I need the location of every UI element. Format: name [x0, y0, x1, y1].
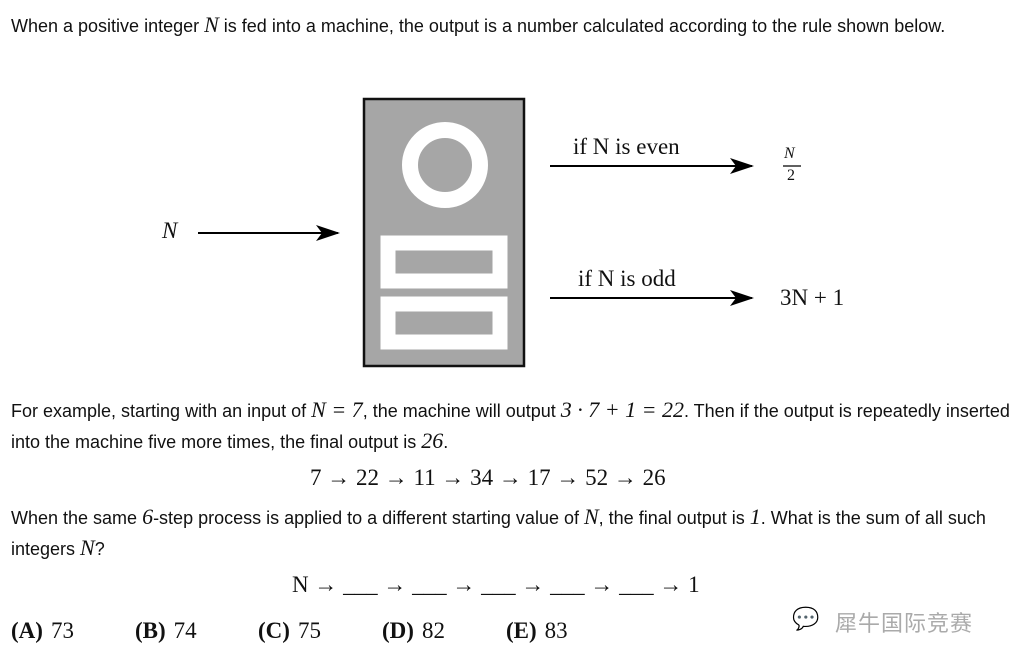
answer-c[interactable]: (C)75	[258, 618, 321, 643]
input-label: N	[162, 218, 178, 243]
answer-a[interactable]: (A)73	[11, 618, 74, 643]
even-output-den: 2	[787, 167, 795, 184]
example-text: For example, starting with an input of N…	[11, 397, 1010, 453]
answer-b[interactable]: (B)74	[135, 618, 197, 643]
machine-slot	[380, 235, 508, 289]
even-output-num: N	[784, 145, 795, 162]
odd-output: 3N + 1	[780, 285, 845, 310]
answer-d[interactable]: (D)82	[382, 618, 445, 643]
example-sequence: 7 → 22 → 11 → 34 → 17 → 52 → 26	[310, 465, 666, 490]
intro-text: When a positive integer N is fed into a …	[11, 12, 946, 37]
wechat-icon: 💬	[792, 606, 821, 631]
odd-label: if N is odd	[578, 266, 676, 291]
question-chain: N → ___ → ___ → ___ → ___ → ___ → 1	[292, 572, 700, 597]
question-text: When the same 6-step process is applied …	[11, 504, 986, 560]
answer-e[interactable]: (E)83	[506, 618, 568, 643]
watermark: 💬犀牛国际竞赛	[792, 606, 974, 636]
machine-slot	[380, 296, 508, 350]
machine-dial	[402, 122, 488, 208]
even-label: if N is even	[573, 134, 680, 159]
